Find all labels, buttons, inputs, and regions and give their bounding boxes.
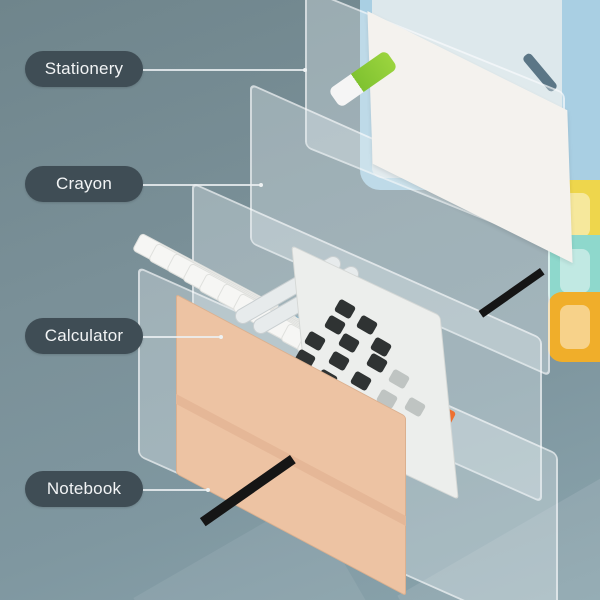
leader-dot xyxy=(303,68,307,72)
callout-label: Calculator xyxy=(44,326,124,345)
callout-stationery: Stationery xyxy=(25,51,143,87)
leader-line-notebook xyxy=(143,489,208,491)
leader-dot xyxy=(259,183,263,187)
orange-frame-opening xyxy=(560,305,590,349)
callout-calculator: Calculator xyxy=(25,318,143,354)
leader-line-crayon xyxy=(143,184,261,186)
leader-line-calculator xyxy=(143,336,221,338)
callout-crayon: Crayon xyxy=(25,166,143,202)
leader-dot xyxy=(219,335,223,339)
callout-notebook: Notebook xyxy=(25,471,143,507)
callout-label: Stationery xyxy=(44,59,124,78)
leader-dot xyxy=(206,488,210,492)
callout-label: Crayon xyxy=(55,174,112,193)
callout-label: Notebook xyxy=(46,479,122,498)
organizer-orange-frame xyxy=(548,292,600,362)
leader-line-stationery xyxy=(143,69,305,71)
